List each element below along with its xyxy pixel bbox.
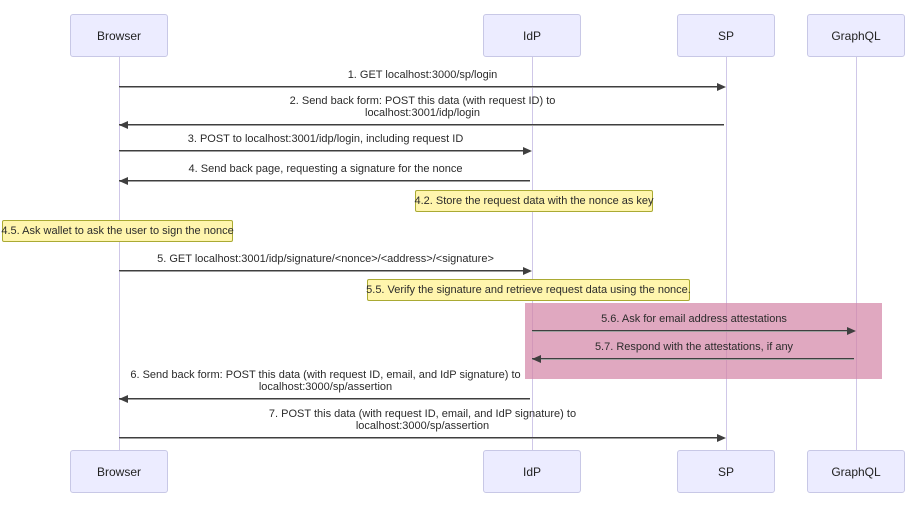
message-text-line: 3. POST to localhost:3001/idp/login, inc…: [187, 133, 464, 145]
message-line-6: [119, 398, 530, 399]
lifeline-graphql: [856, 56, 857, 451]
actor-bottom-idp: IdP: [483, 450, 581, 493]
message-line-2: [119, 124, 724, 125]
message-text-line: 2. Send back form: POST this data (with …: [289, 95, 556, 107]
message-arrowhead-5: [523, 267, 532, 275]
message-label-5.7: 5.7. Respond with the attestations, if a…: [595, 341, 793, 353]
message-text-line: localhost:3001/idp/login: [365, 107, 480, 119]
message-label-5: 5. GET localhost:3001/idp/signature/<non…: [157, 253, 494, 265]
message-label-7: 7. POST this data (with request ID, emai…: [269, 408, 576, 432]
message-arrowhead-6: [119, 395, 128, 403]
message-text-line: 4. Send back page, requesting a signatur…: [188, 163, 463, 175]
message-text-line: 1. GET localhost:3000/sp/login: [347, 69, 498, 81]
message-text-line: 7. POST this data (with request ID, emai…: [268, 408, 577, 420]
message-arrowhead-7: [717, 434, 726, 442]
message-arrowhead-5.6: [847, 327, 856, 335]
message-line-5.7: [532, 358, 854, 359]
message-text-line: 5.6. Ask for email address attestations: [601, 313, 787, 325]
message-text-line: 5. GET localhost:3001/idp/signature/<non…: [157, 253, 494, 265]
message-arrowhead-4: [119, 177, 128, 185]
message-line-7: [119, 437, 724, 438]
message-line-5.6: [532, 330, 854, 331]
message-line-1: [119, 86, 724, 87]
message-label-4: 4. Send back page, requesting a signatur…: [189, 163, 463, 175]
message-label-1: 1. GET localhost:3000/sp/login: [348, 69, 498, 81]
message-label-5.6: 5.6. Ask for email address attestations: [601, 313, 787, 325]
message-text-line: 6. Send back form: POST this data (with …: [130, 369, 521, 381]
message-arrowhead-3: [523, 147, 532, 155]
lifeline-idp: [532, 56, 533, 451]
message-text-line: localhost:3000/sp/assertion: [258, 381, 393, 393]
actor-top-sp: SP: [677, 14, 775, 57]
message-line-4: [119, 180, 530, 181]
message-label-3: 3. POST to localhost:3001/idp/login, inc…: [188, 133, 464, 145]
actor-bottom-graphql: GraphQL: [807, 450, 905, 493]
highlight-rect: [525, 303, 882, 379]
note-4.5: 4.5. Ask wallet to ask the user to sign …: [1, 220, 234, 242]
message-label-6: 6. Send back form: POST this data (with …: [130, 369, 520, 393]
message-line-3: [119, 150, 530, 151]
actor-top-browser: Browser: [70, 14, 168, 57]
message-text-line: localhost:3000/sp/assertion: [355, 420, 490, 432]
actor-bottom-browser: Browser: [70, 450, 168, 493]
lifeline-browser: [119, 56, 120, 451]
message-arrowhead-2: [119, 121, 128, 129]
actor-top-idp: IdP: [483, 14, 581, 57]
note-4.2: 4.2. Store the request data with the non…: [414, 190, 654, 212]
message-label-2: 2. Send back form: POST this data (with …: [290, 95, 556, 119]
actor-top-graphql: GraphQL: [807, 14, 905, 57]
note-5.5: 5.5. Verify the signature and retrieve r…: [366, 279, 691, 301]
message-arrowhead-1: [717, 83, 726, 91]
message-arrowhead-5.7: [532, 355, 541, 363]
message-line-5: [119, 270, 530, 271]
lifeline-sp: [726, 56, 727, 451]
message-text-line: 5.7. Respond with the attestations, if a…: [594, 341, 794, 353]
actor-bottom-sp: SP: [677, 450, 775, 493]
